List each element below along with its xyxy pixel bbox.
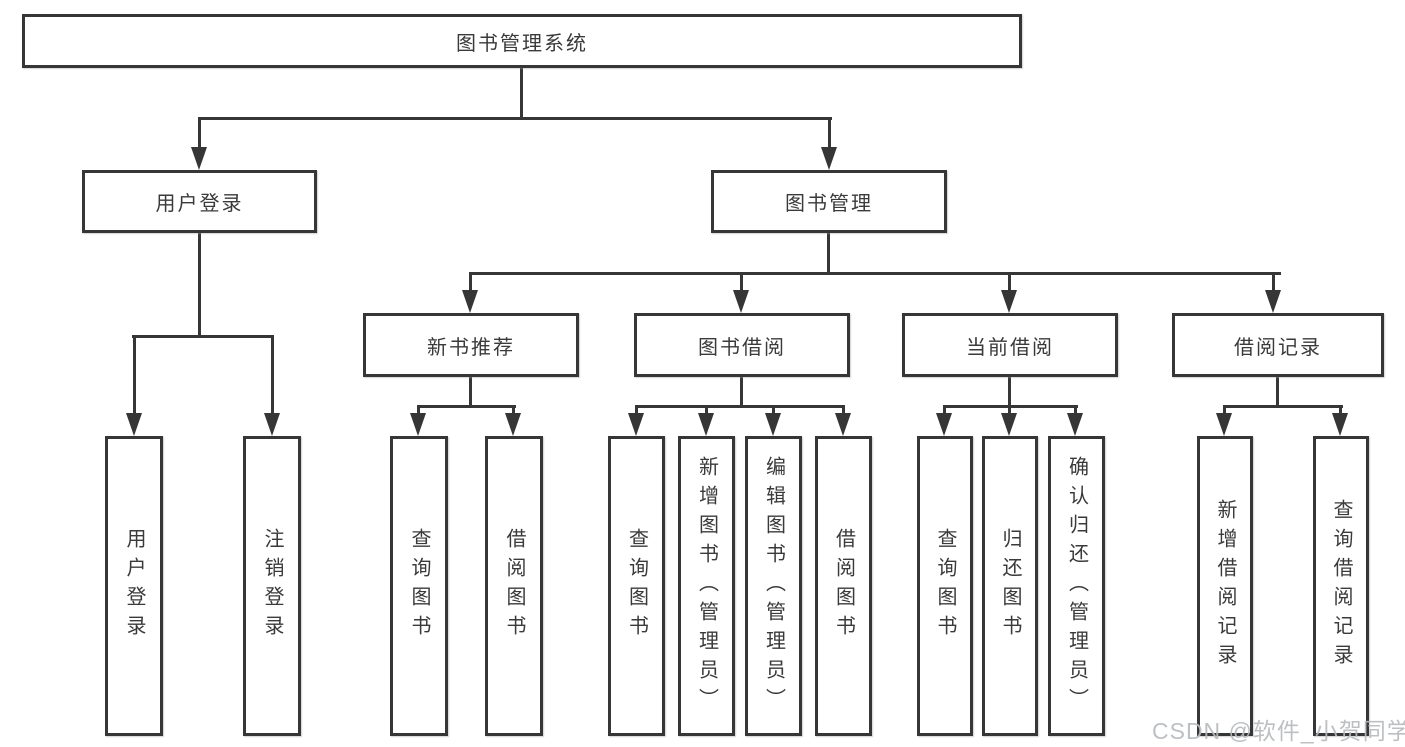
node-label: 借阅图书	[503, 528, 525, 644]
arrow-down-icon	[733, 290, 749, 313]
node-new-book-recommend: 新书推荐	[363, 313, 579, 377]
leaf-newbook-query-book: 查询图书	[390, 436, 448, 736]
node-borrow-record: 借阅记录	[1172, 313, 1384, 377]
leaf-borrow-query-book: 查询图书	[608, 436, 665, 736]
arrow-down-icon	[1216, 413, 1232, 436]
node-current-borrow: 当前借阅	[902, 313, 1118, 377]
node-label: 图书借阅	[698, 336, 786, 359]
connector-line	[1276, 377, 1279, 407]
leaf-current-confirm-return-admin: 确认归还（管理员）	[1048, 436, 1105, 736]
connector-line	[1223, 405, 1343, 408]
connector-line	[705, 405, 708, 417]
connector-line	[512, 405, 515, 417]
leaf-record-add-borrow-record: 新增借阅记录	[1197, 436, 1253, 736]
node-label: 用户登录	[155, 193, 244, 215]
connector-line	[133, 335, 136, 415]
arrow-down-icon	[462, 290, 478, 313]
node-label: 新增图书（管理员）	[695, 455, 718, 717]
arrow-down-icon	[628, 413, 644, 436]
connector-line	[635, 405, 845, 408]
arrow-down-icon	[1265, 290, 1281, 313]
leaf-user-login: 用户登录	[105, 436, 163, 736]
node-label: 借阅图书	[832, 528, 855, 644]
node-label: 确认归还（管理员）	[1065, 455, 1088, 717]
node-root-library-system: 图书管理系统	[22, 14, 1022, 68]
connector-line	[198, 117, 201, 150]
connector-line	[740, 272, 743, 294]
arrow-down-icon	[1332, 413, 1348, 436]
connector-line	[469, 272, 1281, 275]
connector-line	[417, 405, 420, 417]
arrow-down-icon	[936, 413, 952, 436]
node-label: 图书管理系统	[456, 32, 588, 55]
arrow-down-icon	[835, 413, 851, 436]
node-book-management: 图书管理	[711, 170, 947, 233]
node-label: 查询图书	[934, 528, 956, 644]
node-label: 注销登录	[261, 528, 283, 644]
leaf-logout: 注销登录	[243, 436, 301, 736]
connector-line	[198, 117, 832, 120]
connector-line	[827, 233, 830, 274]
node-label: 编辑图书（管理员）	[762, 455, 785, 717]
connector-line	[271, 335, 274, 415]
leaf-borrow-edit-book-admin: 编辑图书（管理员）	[745, 436, 802, 736]
csdn-watermark: CSDN @软件_小贺同学	[1152, 718, 1405, 744]
arrow-down-icon	[410, 413, 426, 436]
arrow-down-icon	[821, 147, 837, 170]
arrow-down-icon	[1001, 413, 1017, 436]
node-label: 归还图书	[999, 528, 1021, 644]
leaf-record-query-borrow-record: 查询借阅记录	[1313, 436, 1369, 736]
connector-line	[842, 405, 845, 417]
connector-line	[132, 335, 274, 338]
arrow-down-icon	[191, 147, 207, 170]
connector-line	[469, 272, 472, 294]
leaf-borrow-borrow-book: 借阅图书	[815, 436, 872, 736]
connector-line	[198, 233, 201, 336]
node-label: 查询图书	[625, 528, 648, 644]
node-book-borrow: 图书借阅	[634, 313, 850, 377]
connector-line	[828, 117, 831, 150]
leaf-current-return-book: 归还图书	[982, 436, 1038, 736]
arrow-down-icon	[698, 413, 714, 436]
node-label: 新书推荐	[427, 336, 515, 359]
connector-line	[520, 68, 523, 118]
arrow-down-icon	[1067, 413, 1083, 436]
connector-line	[1008, 405, 1011, 417]
connector-line	[1223, 405, 1226, 417]
node-label: 当前借阅	[966, 336, 1054, 359]
node-label: 查询图书	[408, 528, 430, 644]
connector-line	[740, 377, 743, 407]
arrow-down-icon	[264, 413, 280, 436]
connector-line	[1339, 405, 1342, 417]
node-label: 用户登录	[123, 528, 145, 644]
connector-line	[1008, 377, 1011, 407]
node-label: 图书管理	[785, 193, 873, 215]
node-user-login: 用户登录	[82, 170, 317, 233]
connector-line	[1272, 272, 1275, 294]
node-label: 新增借阅记录	[1214, 499, 1236, 673]
leaf-newbook-borrow-book: 借阅图书	[485, 436, 543, 736]
connector-line	[1008, 272, 1011, 294]
arrow-down-icon	[1001, 290, 1017, 313]
connector-line	[943, 405, 946, 417]
arrow-down-icon	[765, 413, 781, 436]
connector-line	[417, 405, 516, 408]
node-label: 查询借阅记录	[1330, 499, 1352, 673]
leaf-borrow-add-book-admin: 新增图书（管理员）	[678, 436, 735, 736]
arrow-down-icon	[505, 413, 521, 436]
leaf-current-query-book: 查询图书	[917, 436, 973, 736]
node-label: 借阅记录	[1234, 336, 1322, 359]
connector-line	[1074, 405, 1077, 417]
connector-line	[772, 405, 775, 417]
connector-line	[635, 405, 638, 417]
arrow-down-icon	[126, 413, 142, 436]
connector-line	[469, 377, 472, 407]
